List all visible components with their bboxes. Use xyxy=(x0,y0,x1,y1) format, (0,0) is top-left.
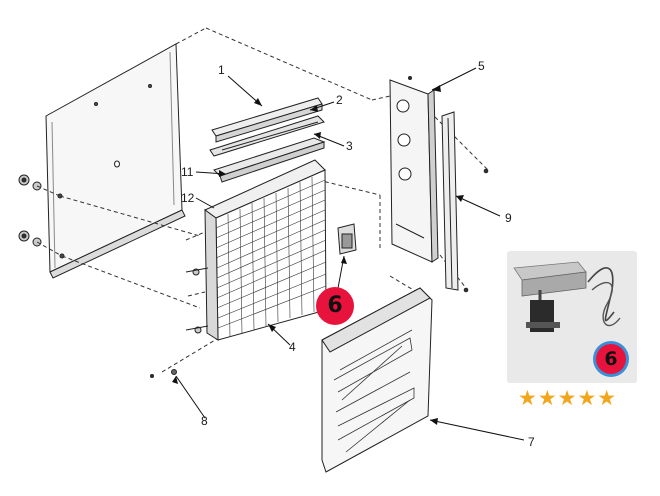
screws xyxy=(150,76,489,378)
photo-part-badge: 6 xyxy=(596,344,626,374)
side-bracket xyxy=(441,111,459,291)
front-grille xyxy=(321,287,433,473)
side-panel xyxy=(389,79,439,263)
callout-1: 1 xyxy=(218,63,225,77)
mounting-studs xyxy=(18,174,42,247)
callout-12: 12 xyxy=(181,191,195,205)
callout-9: 9 xyxy=(505,211,512,225)
thermostat-switch xyxy=(337,223,357,255)
callout-4: 4 xyxy=(289,340,296,354)
callout-7: 7 xyxy=(528,435,535,449)
callout-3: 3 xyxy=(346,139,353,153)
leader-arrowheads xyxy=(172,85,464,425)
top-rail-3 xyxy=(213,137,326,183)
condenser-coil xyxy=(185,159,327,341)
top-rail-2 xyxy=(209,115,325,157)
part-6-highlight-badge: 6 xyxy=(316,287,354,325)
star-rating: ★★★★★ xyxy=(518,386,618,410)
callout-11: 11 xyxy=(181,165,194,179)
callout-2: 2 xyxy=(336,93,343,107)
callout-8: 8 xyxy=(201,414,208,428)
callout-5: 5 xyxy=(478,59,485,73)
back-panel xyxy=(45,43,186,279)
top-rail-1 xyxy=(211,97,323,143)
